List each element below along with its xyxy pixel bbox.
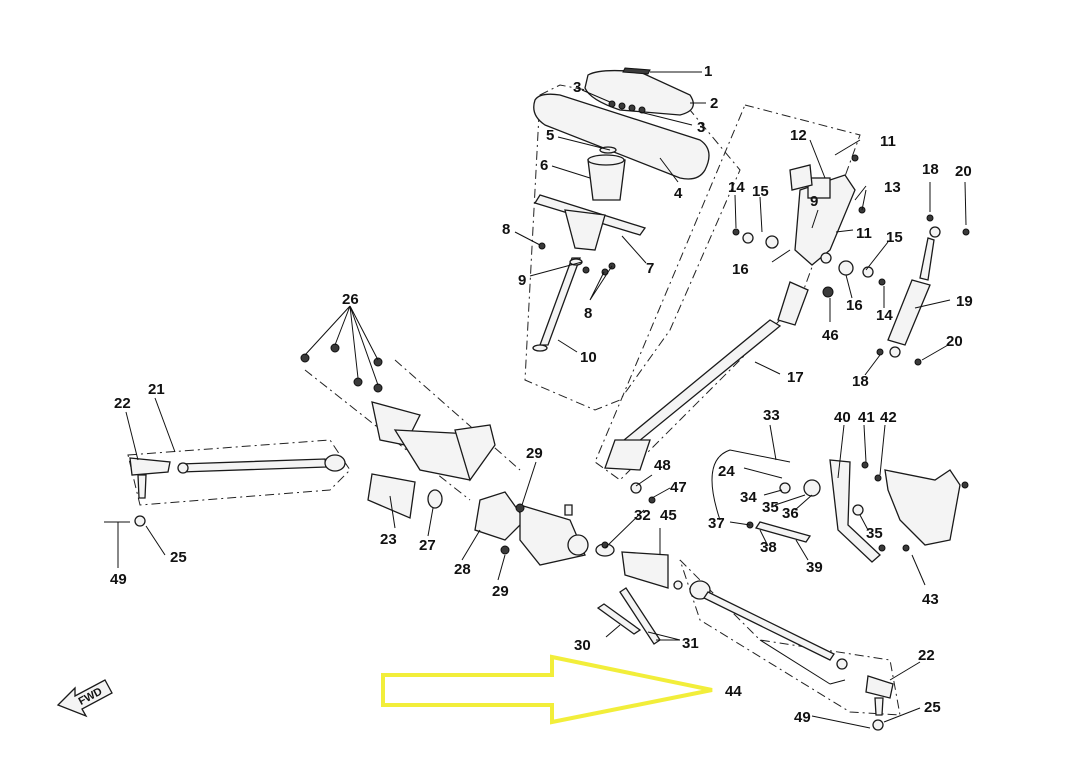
- right-tie-rod: [689, 580, 894, 731]
- label-part-24: 24: [718, 463, 735, 480]
- label-part-18: 18: [852, 373, 869, 390]
- left-tie-rod: [129, 454, 346, 499]
- label-part-4: 4: [674, 185, 683, 202]
- misc-fasteners: [601, 482, 656, 549]
- label-part-9: 9: [518, 272, 526, 289]
- label-part-35: 35: [866, 525, 883, 542]
- label-part-14: 14: [876, 307, 893, 324]
- label-part-29: 29: [492, 583, 509, 600]
- mount-bushings: [732, 154, 886, 298]
- label-part-8: 8: [502, 221, 510, 238]
- label-part-22: 22: [114, 395, 131, 412]
- label-part-25: 25: [170, 549, 187, 566]
- label-part-15: 15: [886, 229, 903, 246]
- right-tie-rod-group-outline: [679, 559, 901, 716]
- label-part-12: 12: [790, 127, 807, 144]
- intermediate-shaft-group-outline: [594, 104, 861, 481]
- label-part-40: 40: [834, 409, 851, 426]
- label-part-37: 37: [708, 515, 725, 532]
- label-part-7: 7: [646, 260, 654, 277]
- label-part-43: 43: [922, 591, 939, 608]
- rack-mount-dash-line: [304, 359, 521, 501]
- label-part-19: 19: [956, 293, 973, 310]
- lock-linkage: [711, 449, 969, 563]
- right-boot: [621, 551, 683, 590]
- label-part-13: 13: [884, 179, 901, 196]
- label-part-48: 48: [654, 457, 671, 474]
- label-part-10: 10: [580, 349, 597, 366]
- label-part-34: 34: [740, 489, 757, 506]
- left-castle-nut: [134, 515, 146, 527]
- label-part-16: 16: [846, 297, 863, 314]
- left-boot: [367, 473, 443, 519]
- label-part-14: 14: [728, 179, 745, 196]
- left-tie-rod-group-outline: [127, 439, 351, 506]
- label-part-29: 29: [526, 445, 543, 462]
- label-part-27: 27: [419, 537, 436, 554]
- steering-column-group-outline: [524, 84, 741, 411]
- steering-damper: [876, 214, 970, 366]
- label-part-1: 1: [704, 63, 712, 80]
- label-part-2: 2: [710, 95, 718, 112]
- label-part-3: 3: [697, 119, 705, 136]
- column-mount-bracket: [789, 164, 856, 266]
- label-part-35: 35: [762, 499, 779, 516]
- steering-rack: [474, 491, 615, 566]
- label-part-31: 31: [682, 635, 699, 652]
- label-part-49: 49: [794, 709, 811, 726]
- part-labels: 1 2 3 3 4 5 6 7 8 8 9 9 10 11 11 12 13 1…: [110, 63, 973, 726]
- label-part-25: 25: [924, 699, 941, 716]
- label-part-44: 44: [725, 683, 742, 700]
- label-part-26: 26: [342, 291, 359, 308]
- label-part-45: 45: [660, 507, 677, 524]
- label-part-17: 17: [787, 369, 804, 386]
- label-part-42: 42: [880, 409, 897, 426]
- label-part-49: 49: [110, 571, 127, 588]
- steering-hub: [533, 146, 647, 251]
- fwd-arrow-icon: FWD: [56, 679, 113, 718]
- label-part-39: 39: [806, 559, 823, 576]
- label-part-47: 47: [670, 479, 687, 496]
- label-part-5: 5: [546, 127, 554, 144]
- rack-bolts: [596, 587, 661, 645]
- label-part-20: 20: [946, 333, 963, 350]
- label-part-38: 38: [760, 539, 777, 556]
- label-part-18: 18: [922, 161, 939, 178]
- leader-lines: [104, 71, 967, 729]
- label-part-11: 11: [880, 133, 896, 150]
- label-part-11: 11: [856, 225, 872, 242]
- label-part-22: 22: [918, 647, 935, 664]
- label-part-20: 20: [955, 163, 972, 180]
- label-part-23: 23: [380, 531, 397, 548]
- label-part-8: 8: [584, 305, 592, 322]
- label-part-9: 9: [810, 193, 818, 210]
- label-part-15: 15: [752, 183, 769, 200]
- highlight-arrow: [381, 654, 713, 725]
- label-part-30: 30: [574, 637, 591, 654]
- label-part-36: 36: [782, 505, 799, 522]
- label-part-41: 41: [858, 409, 875, 426]
- label-part-33: 33: [763, 407, 780, 424]
- label-part-28: 28: [454, 561, 471, 578]
- label-part-32: 32: [634, 507, 651, 524]
- label-part-16: 16: [732, 261, 749, 278]
- intermediate-shaft: [604, 281, 809, 471]
- label-part-46: 46: [822, 327, 839, 344]
- label-part-6: 6: [540, 157, 548, 174]
- rack-mount-bracket: [300, 343, 496, 482]
- label-part-3: 3: [573, 79, 581, 96]
- steering-shaft: [532, 257, 583, 352]
- label-part-21: 21: [148, 381, 165, 398]
